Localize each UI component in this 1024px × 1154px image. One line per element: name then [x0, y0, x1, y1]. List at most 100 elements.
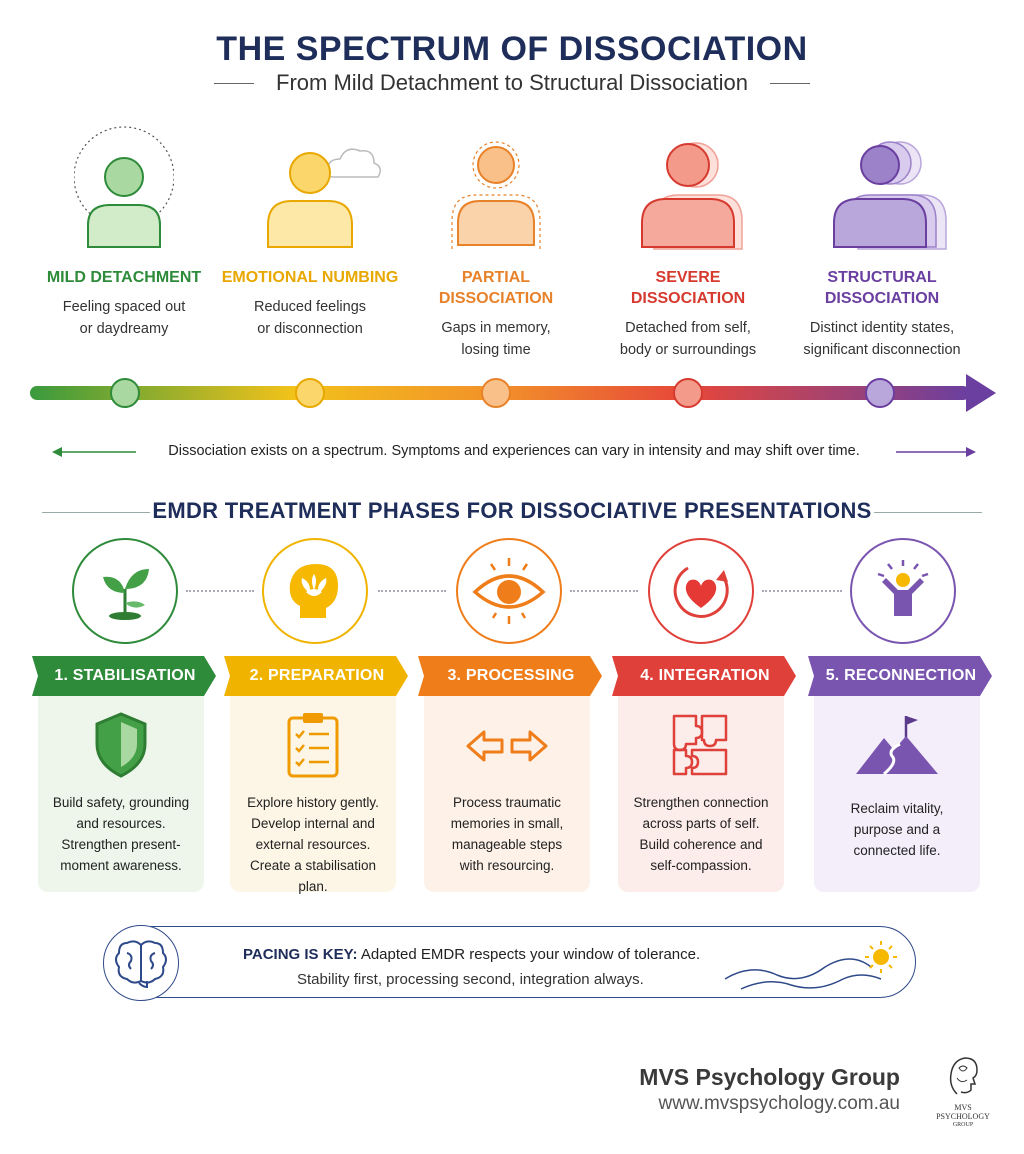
person-cloud-icon	[267, 148, 381, 248]
phase-banner	[224, 656, 408, 696]
face-profile-logo-icon	[949, 1057, 978, 1095]
brand-logo: MVS PSYCHOLOGY GROUP	[928, 1054, 998, 1128]
level-name: MILD DETACHMENT	[46, 269, 202, 286]
level-name: DISSOCIATION	[438, 290, 554, 307]
subtitle-row: From Mild Detachment to Structural Disso…	[0, 70, 1024, 96]
phase-text-line: and resources.	[76, 816, 166, 831]
spectrum-note-row: Dissociation exists on a spectrum. Sympt…	[52, 440, 976, 464]
spectrum-levels: MILD DETACHMENT Feeling spaced out or da…	[0, 125, 1024, 375]
brand-name: MVS Psychology Group	[639, 1064, 900, 1090]
level-emotional-numbing: EMOTIONAL NUMBING Reduced feelings or di…	[210, 125, 410, 340]
brain-icon	[115, 940, 167, 989]
phase-icon-processing	[456, 538, 562, 644]
dotted-connector	[762, 590, 842, 592]
spectrum-marker	[110, 378, 140, 408]
level-partial-dissociation: PARTIAL DISSOCIATION Gaps in memory, los…	[396, 125, 596, 361]
shield-icon	[95, 712, 147, 778]
phase-label: 2. PREPARATION	[249, 667, 385, 684]
brand-block: MVS Psychology Group www.mvspsychology.c…	[639, 1064, 900, 1115]
phase-icon-reconnection	[850, 538, 956, 644]
logo-text: PSYCHOLOGY	[936, 1112, 990, 1121]
subtitle-rule-left	[214, 82, 255, 84]
spectrum-marker	[865, 378, 895, 408]
level-desc-line: Distinct identity states,	[809, 320, 955, 336]
phase-text-line: Strengthen connection	[633, 795, 769, 810]
phase-label: 3. PROCESSING	[447, 667, 575, 684]
phase-text-line: Process traumatic	[452, 795, 562, 810]
phase-banner	[808, 656, 992, 696]
heading-rule-left	[42, 512, 150, 513]
person-dashed-outline-icon	[451, 141, 541, 249]
spectrum-note: Dissociation exists on a spectrum. Sympt…	[168, 443, 860, 459]
level-desc-line: Gaps in memory,	[441, 320, 551, 336]
clipboard-checklist-icon	[287, 713, 339, 778]
arrow-left-icon	[52, 447, 136, 457]
level-desc-line: or disconnection	[257, 321, 363, 337]
level-name: STRUCTURAL	[827, 269, 937, 286]
phase-text-line: memories in small,	[450, 816, 564, 831]
phase-text-line: with resourcing.	[459, 858, 555, 873]
level-desc-line: Feeling spaced out	[62, 299, 186, 315]
pacing-text: Adapted EMDR respects your window of tol…	[360, 946, 701, 963]
level-severe-dissociation: SEVERE DISSOCIATION Detached from self, …	[588, 125, 788, 361]
phase-text-line: manageable steps	[451, 837, 563, 852]
spectrum-marker	[295, 378, 325, 408]
level-name: SEVERE	[655, 269, 721, 286]
phase-banner	[612, 656, 796, 696]
spectrum-arrowhead	[966, 374, 996, 412]
head-lotus-icon	[289, 564, 338, 618]
heading-rule-right	[874, 512, 982, 513]
page-title: THE SPECTRUM OF DISSOCIATION	[216, 30, 808, 68]
phase-banner	[418, 656, 602, 696]
phase-text-line: self-compassion.	[650, 858, 752, 873]
level-name: DISSOCIATION	[824, 290, 940, 307]
logo-text: GROUP	[952, 1122, 974, 1128]
phase-text-line: Reclaim vitality,	[850, 801, 944, 816]
mountain-flag-icon	[856, 716, 938, 776]
person-celebrating-icon	[877, 560, 929, 616]
phase-card-reconnection: 5. RECONNECTION Reclaim vitality, purpos…	[808, 656, 1000, 892]
level-desc-line: significant disconnection	[803, 342, 961, 358]
phase-icon-stabilisation	[72, 538, 178, 644]
phase-text-line: Build safety, grounding	[52, 795, 190, 810]
phase-icon-integration	[648, 538, 754, 644]
phase-text-line: moment awareness.	[60, 858, 182, 873]
arrow-right-icon	[896, 447, 976, 457]
level-name: PARTIAL	[461, 269, 531, 286]
brand-url[interactable]: www.mvspsychology.com.au	[658, 1093, 900, 1114]
pacing-panel: PACING IS KEY: Adapted EMDR respects you…	[103, 925, 916, 1001]
page-subtitle: From Mild Detachment to Structural Disso…	[276, 70, 748, 95]
phase-text-line: Develop internal and	[251, 816, 375, 831]
phase-banner	[32, 656, 216, 696]
phases-heading: EMDR TREATMENT PHASES FOR DISSOCIATIVE P…	[42, 498, 982, 528]
phase-card-integration: 4. INTEGRATION Strengthen connection acr…	[612, 656, 804, 892]
phase-text-line: external resources.	[255, 837, 371, 852]
phase-icon-preparation	[262, 538, 368, 644]
person-dotted-halo-icon	[74, 126, 174, 248]
sprout-icon	[103, 569, 149, 620]
subtitle-rule-right	[769, 82, 810, 84]
person-triple-icon	[833, 141, 947, 250]
pacing-line-2: Stability first, processing second, inte…	[297, 971, 644, 988]
phase-text-line: across parts of self.	[642, 816, 760, 831]
eye-icon	[472, 558, 546, 624]
level-name: DISSOCIATION	[630, 290, 746, 307]
phase-card-stabilisation: 1. STABILISATION Build safety, grounding…	[32, 656, 224, 892]
phase-label: 1. STABILISATION	[54, 667, 196, 684]
pacing-key: PACING IS KEY:	[243, 946, 358, 963]
level-mild-detachment: MILD DETACHMENT Feeling spaced out or da…	[24, 125, 224, 340]
phase-icons-row	[0, 538, 1024, 648]
bilateral-arrows-icon	[466, 730, 548, 762]
level-name: EMOTIONAL NUMBING	[221, 269, 399, 286]
level-desc-line: Detached from self,	[625, 320, 751, 336]
pacing-line-1: PACING IS KEY: Adapted EMDR respects you…	[243, 946, 700, 963]
level-desc-line: body or surroundings	[619, 342, 757, 358]
spectrum-marker	[673, 378, 703, 408]
phase-label: 5. RECONNECTION	[825, 667, 977, 684]
spectrum-bar	[30, 374, 996, 412]
phase-text-line: Strengthen present-	[61, 837, 181, 852]
heart-cycle-icon	[673, 566, 729, 618]
level-desc-line: losing time	[461, 342, 531, 358]
phase-card-preparation: 2. PREPARATION Explore history gently. D…	[224, 656, 416, 894]
phase-text-line: Build coherence and	[639, 837, 763, 852]
